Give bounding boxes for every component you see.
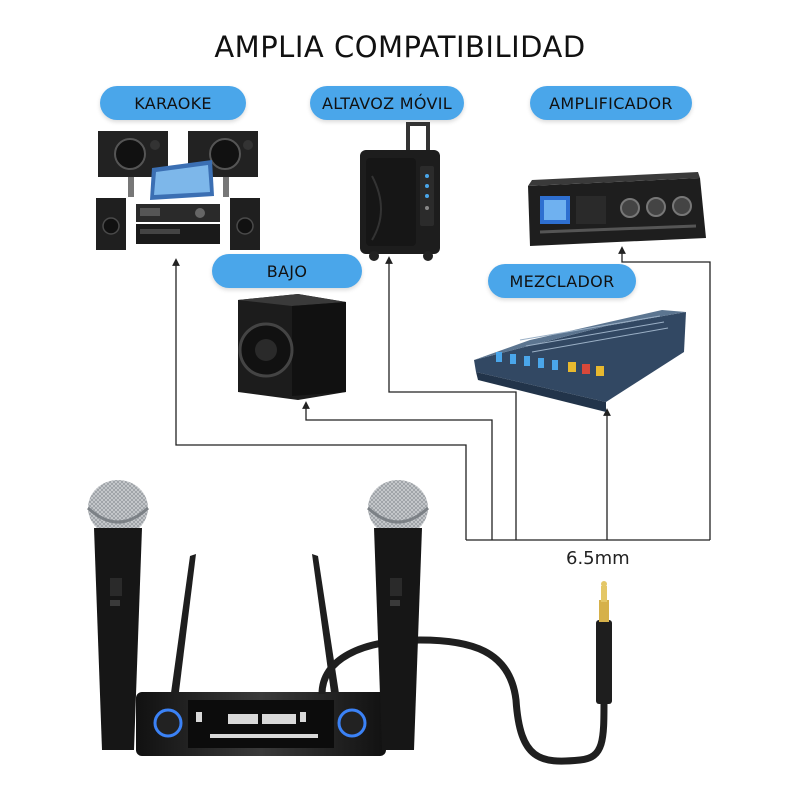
microphone-right-icon <box>366 480 430 750</box>
line-amplificador <box>618 246 711 540</box>
connection-lines <box>172 246 711 541</box>
label-karaoke: KARAOKE <box>100 86 246 120</box>
label-altavoz-movil: ALTAVOZ MÓVIL <box>310 86 464 120</box>
receiver-icon <box>136 554 386 756</box>
mixer-icon <box>474 310 686 412</box>
amplifier-icon <box>528 172 706 246</box>
subwoofer-icon <box>238 294 346 400</box>
karaoke-system-icon <box>96 131 260 250</box>
portable-speaker-icon <box>360 122 440 261</box>
line-bajo <box>302 401 493 540</box>
cable-icon <box>318 636 608 765</box>
cable-size-label: 6.5mm <box>566 548 630 569</box>
label-mezclador: MEZCLADOR <box>488 264 636 298</box>
label-amplificador: AMPLIFICADOR <box>530 86 692 120</box>
line-altavoz <box>385 256 517 540</box>
page-title: AMPLIA COMPATIBILIDAD <box>214 30 586 64</box>
label-bajo: BAJO <box>212 254 362 288</box>
line-karaoke <box>172 258 467 540</box>
jack-plug-icon <box>596 581 612 704</box>
microphone-left-icon <box>86 480 150 750</box>
